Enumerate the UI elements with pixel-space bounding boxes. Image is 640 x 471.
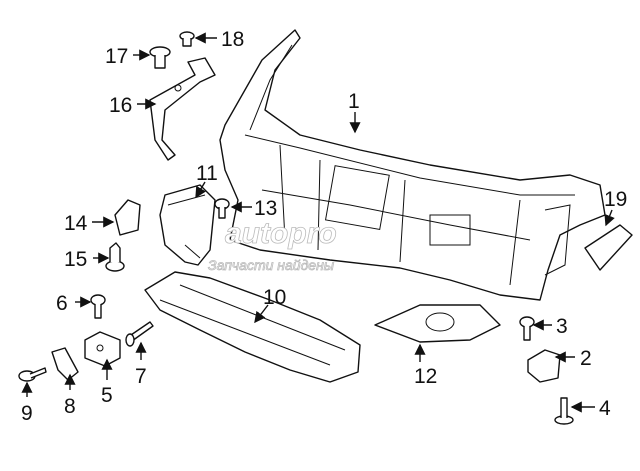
callout-10: 10 — [263, 286, 286, 309]
callout-19: 19 — [604, 188, 627, 211]
radiator-support-frame — [219, 29, 606, 301]
callout-14: 14 — [64, 212, 88, 235]
callout-17: 17 — [105, 45, 128, 68]
callout-1: 1 — [348, 90, 360, 113]
leader-lines — [21, 32, 615, 413]
callout-9: 9 — [21, 402, 33, 425]
clip-17 — [149, 46, 171, 69]
lower-shield-10 — [144, 271, 361, 383]
callout-16: 16 — [109, 94, 132, 117]
bracket-2 — [527, 349, 561, 383]
bolt-6 — [90, 294, 106, 319]
callout-11: 11 — [196, 162, 218, 185]
callout-4: 4 — [599, 397, 611, 420]
callout-6: 6 — [56, 292, 68, 315]
panel-19 — [584, 224, 633, 271]
clip-14 — [114, 199, 141, 236]
bolt-9 — [18, 367, 47, 382]
callout-5: 5 — [101, 384, 113, 407]
callout-8: 8 — [64, 395, 76, 418]
bracket-8 — [51, 347, 79, 381]
callout-15: 15 — [64, 248, 87, 271]
callout-3: 3 — [556, 315, 568, 338]
bolt-3 — [519, 316, 535, 341]
bracket-5 — [84, 331, 121, 367]
screw-13 — [214, 198, 230, 219]
callout-2: 2 — [580, 347, 592, 370]
pin-7 — [125, 321, 154, 347]
callout-13: 13 — [254, 197, 277, 220]
watermark: autopro Запчасти найдены — [208, 217, 337, 274]
callout-18: 18 — [221, 28, 244, 51]
svg-text:autopro: autopro — [225, 217, 337, 250]
callout-7: 7 — [135, 365, 147, 388]
upper-bracket — [149, 57, 216, 161]
push-pin-15 — [105, 242, 125, 272]
lower-cover-12 — [374, 304, 501, 343]
stud-4 — [554, 397, 574, 425]
callout-12: 12 — [414, 365, 437, 388]
svg-text:Запчасти найдены: Запчасти найдены — [208, 257, 335, 273]
side-deflector-11 — [159, 184, 216, 266]
bolt-18 — [179, 31, 195, 47]
